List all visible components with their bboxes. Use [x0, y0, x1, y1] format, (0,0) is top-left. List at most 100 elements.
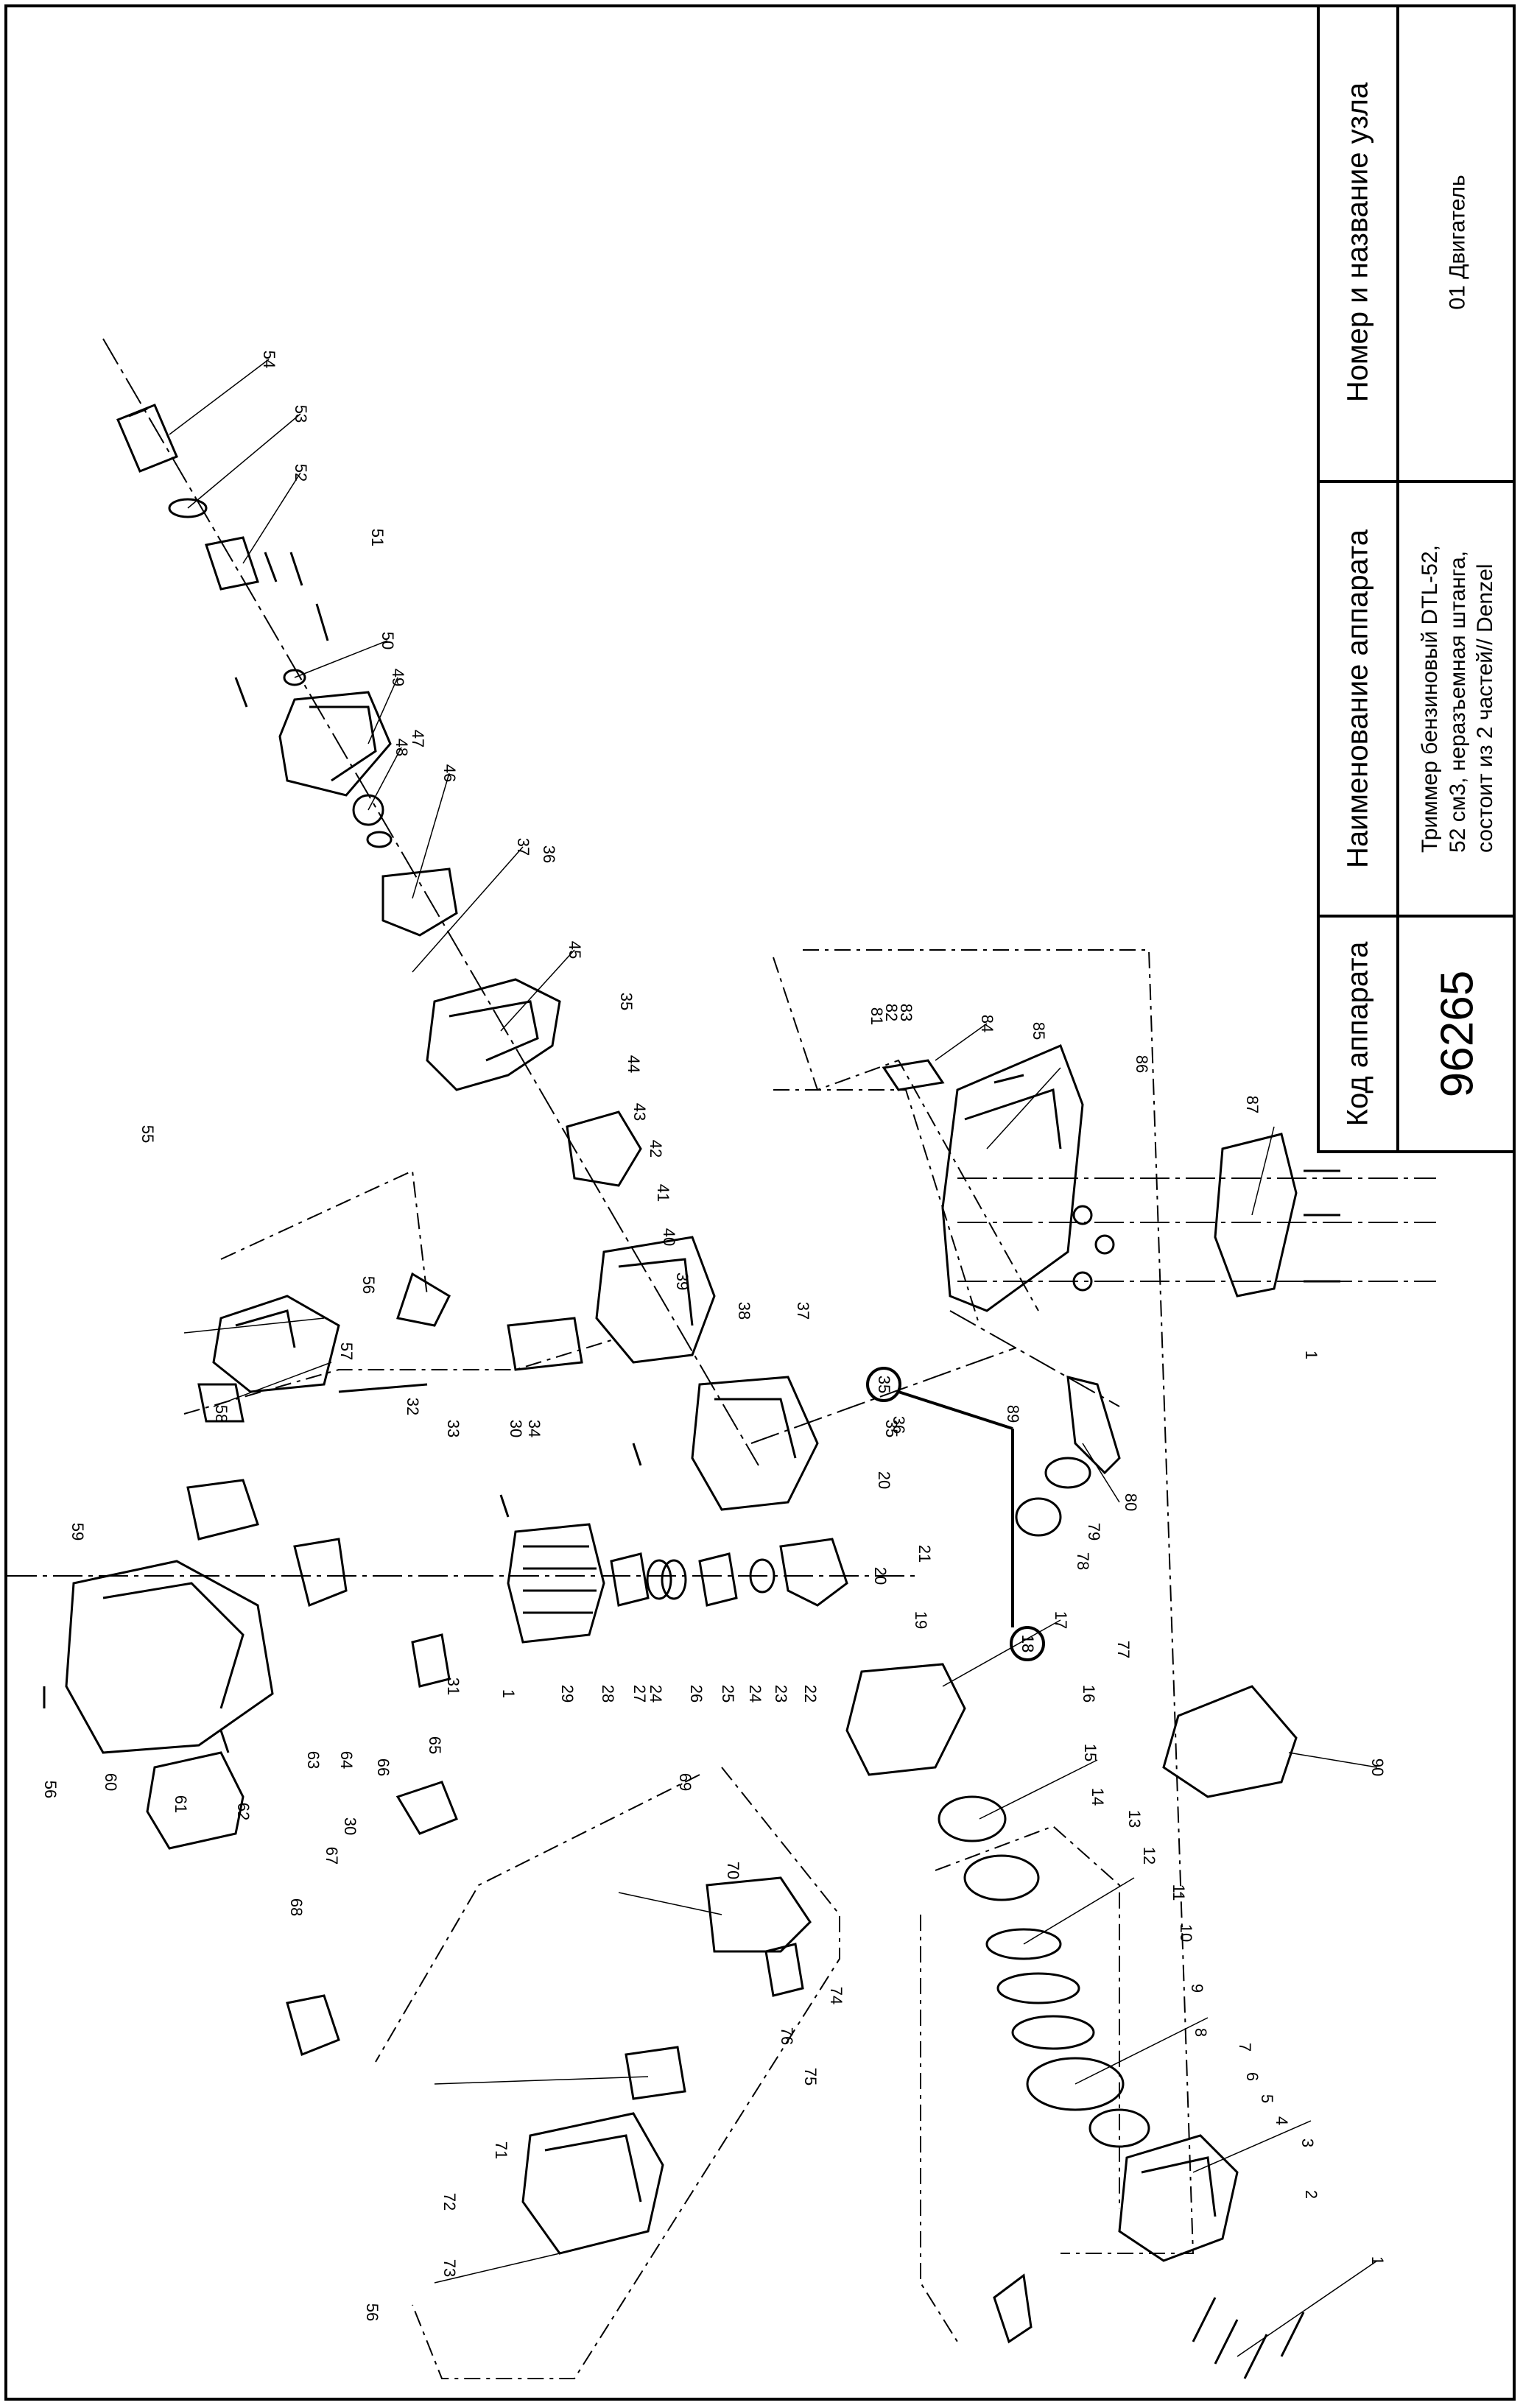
ignition-coil-part: [507, 1317, 583, 1371]
piston-part: [698, 1552, 738, 1607]
callout-35: 35: [875, 1375, 893, 1394]
callout-17: 17: [1052, 1610, 1070, 1630]
callout-76: 76: [778, 2027, 796, 2046]
callout-24: 24: [746, 1684, 764, 1703]
device-name-value-cell: Триммер бензиновый DTL-52, 52 см3, нераз…: [1399, 483, 1516, 918]
axis-line: [750, 1347, 1017, 1444]
callout-41: 41: [654, 1183, 672, 1203]
boundary-tank-group-2: [773, 1089, 980, 1326]
piston-ring-part: [661, 1559, 687, 1600]
needle-bearing-part: [749, 1558, 775, 1594]
callout-67: 67: [323, 1846, 341, 1865]
callout-4: 4: [1273, 2116, 1291, 2126]
piston-ring-part: [646, 1559, 672, 1600]
callout-78: 78: [1074, 1552, 1092, 1571]
tank-bracket-part: [1214, 1133, 1298, 1298]
screw-part: [1192, 2297, 1305, 2379]
boundary-tank-group: [773, 957, 1039, 1312]
callout-1: 1: [1368, 2256, 1387, 2266]
cover-filter-part: [146, 1751, 245, 1850]
cylinder-gasket-part: [610, 1552, 650, 1607]
callout-90: 90: [1368, 1758, 1387, 1777]
highlight-marks: [866, 1367, 1045, 1661]
callout-20: 20: [875, 1471, 893, 1490]
callout-63: 63: [304, 1750, 323, 1770]
callout-40: 40: [660, 1228, 678, 1247]
leader-lines: [169, 359, 1378, 2357]
callout-55: 55: [138, 1124, 157, 1144]
clutch-housing-part: [278, 691, 392, 797]
callout-84: 84: [978, 1014, 996, 1033]
callout-60: 60: [102, 1772, 120, 1792]
callout-70: 70: [724, 1861, 742, 1880]
callout-73: 73: [440, 2259, 459, 2278]
callout-30: 30: [507, 1419, 525, 1438]
callout-29: 29: [558, 1684, 577, 1703]
callout-25: 25: [719, 1684, 737, 1703]
group-boundaries: [183, 949, 1195, 2379]
callout-66: 66: [374, 1758, 393, 1777]
boundary-filter-group-2: [183, 1339, 612, 1415]
callout-72: 72: [440, 2192, 459, 2211]
air-filter-housing-part: [212, 1295, 340, 1393]
axis-line: [102, 338, 759, 1466]
flywheel-part: [595, 1236, 716, 1364]
callout-69: 69: [676, 1772, 694, 1792]
callout-56: 56: [41, 1780, 60, 1799]
ignition-wire-part: [338, 1272, 451, 1393]
callout-24: 24: [647, 1684, 665, 1703]
callout-33: 33: [444, 1419, 462, 1438]
callout-45: 45: [566, 940, 584, 960]
fuel-cap-part: [1066, 1376, 1121, 1475]
boundary-starter-group: [803, 949, 1195, 2254]
callout-62: 62: [234, 1802, 253, 1821]
carburettor-part: [286, 1994, 340, 2057]
bearing-part: [352, 794, 384, 826]
air-box-part: [706, 1876, 812, 1953]
boundary-recoil-group-2: [920, 1915, 958, 2342]
assembly-axes: [7, 338, 1436, 1577]
device-name-line-3: состоит из 2 частей// Denzel: [1472, 563, 1497, 853]
clutch-drum-part: [381, 867, 458, 937]
primer-part: [882, 1059, 1024, 1091]
callout-37: 37: [794, 1301, 812, 1320]
callout-32: 32: [404, 1397, 422, 1416]
callout-47: 47: [409, 729, 427, 748]
callout-89: 89: [1004, 1404, 1022, 1423]
callout-83: 83: [897, 1003, 915, 1022]
callout-65: 65: [426, 1736, 444, 1755]
callout-50: 50: [379, 631, 397, 650]
device-name-line-2: 52 см3, неразъемная штанга,: [1445, 550, 1470, 853]
washer-part: [283, 669, 306, 686]
drawing-sheet: [4, 4, 1516, 2401]
highlight-circle-18: [1010, 1626, 1045, 1661]
callout-56: 56: [363, 2303, 381, 2322]
crankcase-half-part: [691, 1376, 819, 1511]
callout-23: 23: [772, 1684, 790, 1703]
callout-49: 49: [389, 668, 407, 687]
callout-1: 1: [499, 1689, 518, 1699]
callout-38: 38: [735, 1301, 753, 1320]
device-name-line-1: Триммер бензиновый DTL-52,: [1417, 545, 1442, 853]
part-outlines: [43, 404, 1340, 2379]
callout-51: 51: [368, 528, 387, 547]
device-code-header: Код аппарата: [1341, 941, 1374, 1127]
starter-plate-part: [938, 1795, 1007, 1842]
callout-53: 53: [292, 404, 310, 423]
pawl-plate-part: [985, 1928, 1062, 1960]
guard-part: [1162, 1685, 1298, 1798]
callout-44: 44: [625, 1055, 643, 1074]
callout-30: 30: [341, 1817, 359, 1836]
starter-handle-part: [993, 2273, 1033, 2344]
callout-31: 31: [444, 1677, 462, 1696]
callout-43: 43: [630, 1102, 649, 1122]
node-header: Номер и название узла: [1341, 82, 1374, 403]
callout-9: 9: [1188, 1983, 1206, 1993]
callout-28: 28: [599, 1684, 617, 1703]
callout-6: 6: [1243, 2071, 1262, 2082]
spark-plug-part: [411, 1633, 451, 1688]
callout-10: 10: [1177, 1923, 1195, 1943]
clutch-part: [566, 1110, 642, 1187]
callout-11: 11: [1169, 1884, 1188, 1901]
circlip-part: [366, 831, 393, 848]
